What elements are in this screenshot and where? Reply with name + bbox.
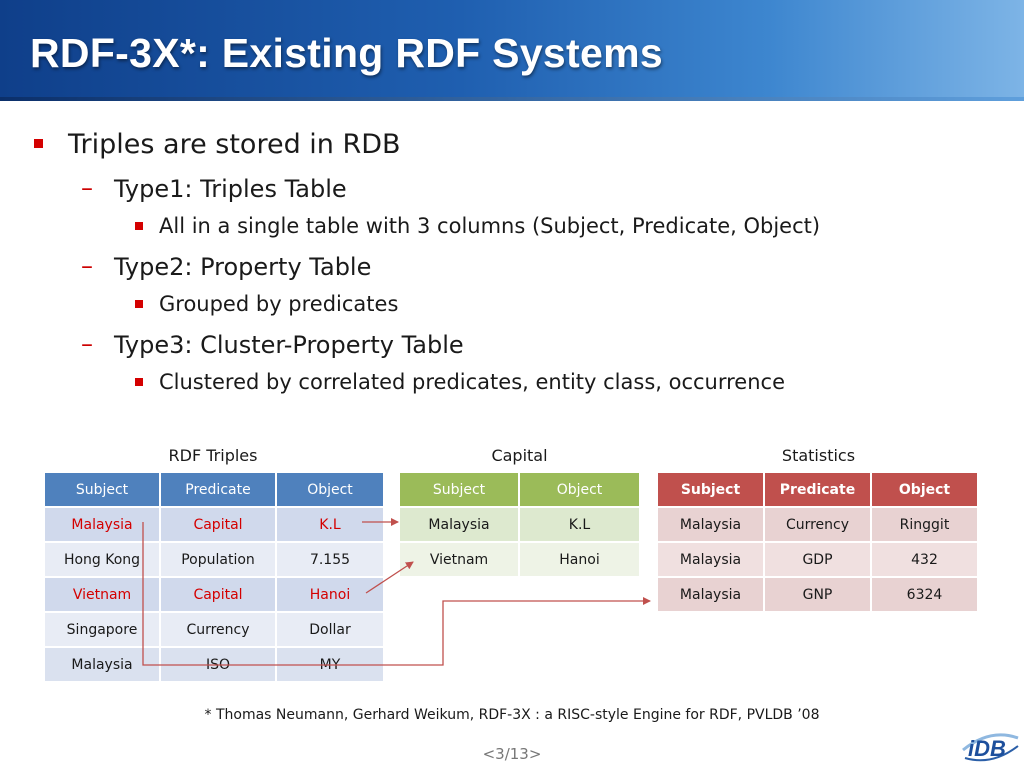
bullet-type1-detail: All in a single table with 3 columns (Su… (159, 214, 821, 238)
bullet-square-icon (135, 378, 143, 386)
table-row: Vietnam Hanoi (400, 543, 639, 576)
capital-caption: Capital (491, 446, 548, 465)
table-cell: Ringgit (872, 508, 977, 541)
table-row: Malaysia Capital K.L (45, 508, 383, 541)
table-cell: Vietnam (400, 543, 518, 576)
dash-icon: – (81, 252, 93, 280)
table-cell: Capital (161, 508, 275, 541)
table-cell: Hanoi (277, 578, 383, 611)
idb-logo: iDB (962, 733, 1019, 762)
bullet-type1: Type1: Triples Table (114, 175, 347, 203)
table-cell: GNP (765, 578, 870, 611)
table-cell: Currency (161, 613, 275, 646)
statistics-caption: Statistics (781, 446, 856, 465)
column-header: Subject (658, 473, 763, 506)
table-header-row: Subject Predicate Object (658, 473, 977, 506)
bullet-type2-detail: Grouped by predicates (159, 292, 399, 316)
bullet-square-icon (135, 300, 143, 308)
column-header: Object (520, 473, 639, 506)
table-header-row: Subject Predicate Object (45, 473, 383, 506)
table-row: Malaysia K.L (400, 508, 639, 541)
page-number: <3/13> (482, 745, 542, 763)
table-header-row: Subject Object (400, 473, 639, 506)
table-row: Malaysia GDP 432 (658, 543, 977, 576)
bullet-square-icon (34, 139, 43, 148)
table-cell: Hong Kong (45, 543, 159, 576)
statistics-table: Subject Predicate Object Malaysia Curren… (656, 471, 979, 613)
table-cell: K.L (277, 508, 383, 541)
table-cell: Malaysia (400, 508, 518, 541)
bullet-type3-detail: Clustered by correlated predicates, enti… (159, 370, 785, 394)
table-cell: 432 (872, 543, 977, 576)
column-header: Predicate (161, 473, 275, 506)
column-header: Object (277, 473, 383, 506)
table-cell: Malaysia (45, 648, 159, 681)
table-cell: Currency (765, 508, 870, 541)
arrow-hanoi-to-capital (365, 561, 414, 594)
rdf-triples-caption: RDF Triples (168, 446, 258, 465)
table-cell: Singapore (45, 613, 159, 646)
table-cell: Population (161, 543, 275, 576)
svg-text:iDB: iDB (968, 736, 1006, 761)
title-bar (0, 0, 1024, 101)
column-header: Subject (45, 473, 159, 506)
column-header: Object (872, 473, 977, 506)
table-cell: Hanoi (520, 543, 639, 576)
arrow-malaysia-to-statistics (142, 522, 651, 666)
column-header: Predicate (765, 473, 870, 506)
table-row: Singapore Currency Dollar (45, 613, 383, 646)
table-cell: 7.155 (277, 543, 383, 576)
table-row: Vietnam Capital Hanoi (45, 578, 383, 611)
table-row: Malaysia GNP 6324 (658, 578, 977, 611)
bullet-square-icon (135, 222, 143, 230)
bullet-type3: Type3: Cluster-Property Table (114, 331, 464, 359)
capital-table: Subject Object Malaysia K.L Vietnam Hano… (398, 471, 641, 578)
dash-icon: – (81, 330, 93, 358)
table-cell: Dollar (277, 613, 383, 646)
bullet-type2: Type2: Property Table (114, 253, 372, 281)
footnote: * Thomas Neumann, Gerhard Weikum, RDF-3X… (204, 707, 820, 723)
table-cell: Malaysia (658, 543, 763, 576)
table-cell: Vietnam (45, 578, 159, 611)
table-cell: Malaysia (658, 508, 763, 541)
table-cell: 6324 (872, 578, 977, 611)
column-header: Subject (400, 473, 518, 506)
table-row: Malaysia Currency Ringgit (658, 508, 977, 541)
table-cell: GDP (765, 543, 870, 576)
dash-icon: – (81, 174, 93, 202)
table-cell: Capital (161, 578, 275, 611)
table-cell: Malaysia (45, 508, 159, 541)
table-row: Hong Kong Population 7.155 (45, 543, 383, 576)
table-cell: Malaysia (658, 578, 763, 611)
table-cell: K.L (520, 508, 639, 541)
slide-title: RDF-3X*: Existing RDF Systems (30, 30, 663, 76)
bullet-triples-stored: Triples are stored in RDB (68, 129, 401, 160)
